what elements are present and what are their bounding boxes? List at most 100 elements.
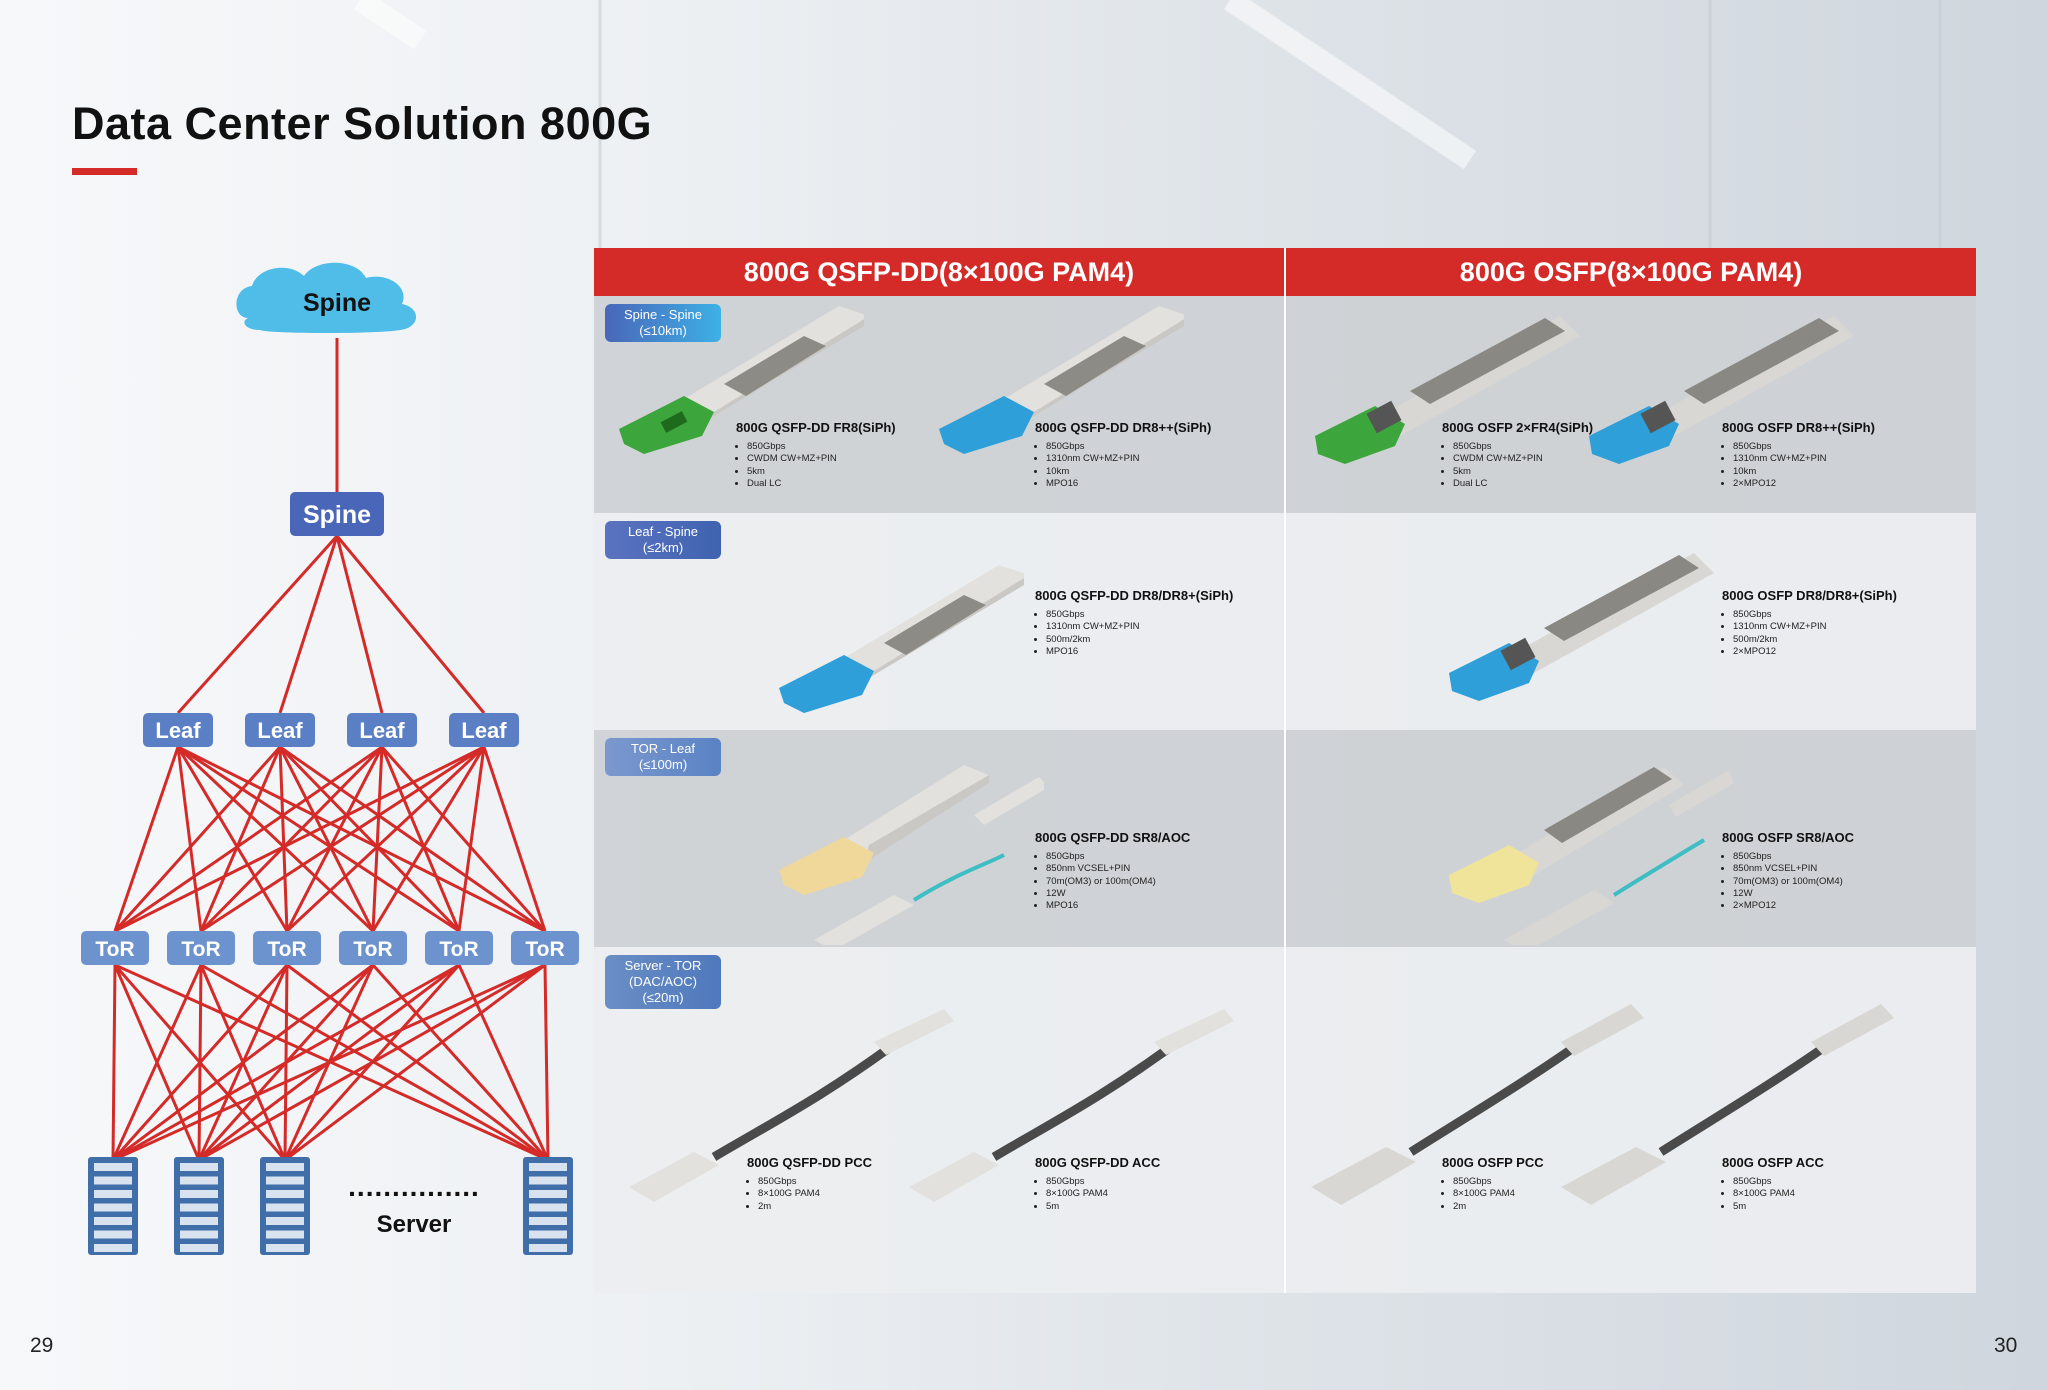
server-slot bbox=[529, 1203, 567, 1212]
server-slot bbox=[266, 1176, 304, 1185]
tor-node bbox=[81, 931, 149, 965]
link-line bbox=[278, 745, 461, 933]
link-line bbox=[199, 746, 282, 932]
tor-label: ToR bbox=[439, 938, 478, 961]
product-specs: 850Gbps 8×100G PAM4 5m bbox=[1035, 1176, 1108, 1213]
spec-item: 12W bbox=[1733, 888, 1843, 900]
server-slot bbox=[266, 1244, 304, 1252]
cloud-label: Spine bbox=[303, 289, 371, 317]
row-badge: Leaf - Spine (≤2km) bbox=[605, 521, 721, 559]
spec-item: Dual LC bbox=[747, 478, 837, 490]
link-line bbox=[380, 746, 461, 932]
badge-line: (≤100m) bbox=[638, 757, 688, 772]
server-slot bbox=[180, 1190, 218, 1198]
link-line bbox=[199, 745, 384, 933]
link-line bbox=[177, 745, 546, 933]
aoc-module-image bbox=[779, 765, 1044, 945]
qsfp-dd-module-image bbox=[939, 306, 1184, 454]
server-slot bbox=[94, 1244, 132, 1252]
server-slot bbox=[266, 1163, 304, 1171]
product-specs: 850Gbps 850nm VCSEL+PIN 70m(OM3) or 100m… bbox=[1722, 851, 1843, 912]
spine-node bbox=[290, 492, 384, 536]
spec-item: 1310nm CW+MZ+PIN bbox=[1046, 453, 1139, 465]
badge-line: Leaf - Spine bbox=[627, 524, 699, 539]
leaf-label: Leaf bbox=[257, 718, 303, 743]
tor-node bbox=[511, 931, 579, 965]
dac-cable-image bbox=[1561, 1004, 1894, 1205]
cloud-icon bbox=[236, 262, 417, 333]
spec-item: 1310nm CW+MZ+PIN bbox=[1046, 621, 1139, 633]
badge-line: (≤10km) bbox=[639, 323, 687, 338]
osfp-module-image bbox=[1449, 553, 1714, 701]
osfp-module-image bbox=[1589, 316, 1854, 464]
spec-item: Dual LC bbox=[1453, 478, 1543, 490]
product-name: 800G OSFP SR8/AOC bbox=[1722, 830, 1854, 845]
link-line bbox=[176, 534, 339, 715]
link-line bbox=[371, 746, 486, 932]
spec-item: 850Gbps bbox=[1453, 1176, 1515, 1188]
spec-item: 850Gbps bbox=[1733, 1176, 1795, 1188]
server-slot bbox=[94, 1217, 132, 1225]
link-line bbox=[111, 964, 203, 1161]
row-badge: Server - TOR (DAC/AOC) (≤20m) bbox=[605, 955, 721, 1009]
link-line bbox=[113, 746, 180, 932]
spec-item: 500m/2km bbox=[1046, 634, 1139, 646]
spec-item: 850Gbps bbox=[1046, 609, 1139, 621]
leaf-node bbox=[245, 713, 315, 747]
product-specs: 850Gbps 8×100G PAM4 2m bbox=[747, 1176, 820, 1213]
link-line bbox=[200, 745, 485, 933]
link-line bbox=[335, 535, 486, 714]
product-name: 800G QSFP-DD PCC bbox=[747, 1155, 872, 1170]
product-name: 800G OSFP DR8++(SiPh) bbox=[1722, 420, 1875, 435]
product-specs: 850Gbps CWDM CW+MZ+PIN 5km Dual LC bbox=[1442, 441, 1543, 490]
tor-label: ToR bbox=[525, 938, 564, 961]
spec-item: 2m bbox=[1453, 1201, 1515, 1213]
spec-item: 2×MPO12 bbox=[1733, 478, 1826, 490]
spec-item: CWDM CW+MZ+PIN bbox=[1453, 453, 1543, 465]
spec-item: 850Gbps bbox=[758, 1176, 820, 1188]
column-divider bbox=[1284, 248, 1286, 1293]
server-slot bbox=[266, 1217, 304, 1225]
spec-item: 850Gbps bbox=[1733, 609, 1826, 621]
dac-cable-image bbox=[629, 1009, 954, 1202]
link-line bbox=[371, 746, 384, 932]
product-name: 800G OSFP PCC bbox=[1442, 1155, 1544, 1170]
spec-item: 10km bbox=[1046, 466, 1139, 478]
link-line bbox=[278, 535, 339, 714]
title-underline bbox=[72, 168, 137, 175]
link-line bbox=[176, 746, 289, 932]
product-name: 800G OSFP ACC bbox=[1722, 1155, 1824, 1170]
spec-item: 850Gbps bbox=[1046, 851, 1156, 863]
product-name: 800G QSFP-DD SR8/AOC bbox=[1035, 830, 1191, 845]
spec-item: 70m(OM3) or 100m(OM4) bbox=[1733, 876, 1843, 888]
qsfp-dd-module-image bbox=[779, 565, 1024, 713]
product-specs: 850Gbps 850nm VCSEL+PIN 70m(OM3) or 100m… bbox=[1035, 851, 1156, 912]
server-slot bbox=[266, 1230, 304, 1239]
page-title: Data Center Solution 800G bbox=[72, 98, 653, 149]
badge-line: Server - TOR bbox=[624, 958, 702, 973]
osfp-module-image bbox=[1315, 316, 1580, 464]
leaf-node bbox=[449, 713, 519, 747]
link-line bbox=[114, 745, 485, 933]
link-line bbox=[198, 963, 546, 1162]
product-specs: 850Gbps 1310nm CW+MZ+PIN 500m/2km MPO16 bbox=[1035, 609, 1139, 658]
spec-item: 5km bbox=[747, 466, 837, 478]
server-slot bbox=[180, 1217, 218, 1225]
spec-item: 8×100G PAM4 bbox=[1453, 1188, 1515, 1200]
spec-item: 850nm VCSEL+PIN bbox=[1046, 863, 1156, 875]
link-line bbox=[114, 745, 383, 933]
leaf-label: Leaf bbox=[359, 718, 405, 743]
server-slot bbox=[529, 1163, 567, 1171]
server-slot bbox=[180, 1176, 218, 1185]
server-slot bbox=[266, 1203, 304, 1212]
link-line bbox=[278, 746, 375, 932]
tor-label: ToR bbox=[95, 938, 134, 961]
product-name: 800G OSFP 2×FR4(SiPh) bbox=[1442, 420, 1594, 435]
leaf-node bbox=[347, 713, 417, 747]
spec-item: 8×100G PAM4 bbox=[1733, 1188, 1795, 1200]
product-specs: 850Gbps 1310nm CW+MZ+PIN 10km 2×MPO12 bbox=[1722, 441, 1826, 490]
link-line bbox=[482, 746, 547, 932]
spec-item: 8×100G PAM4 bbox=[758, 1188, 820, 1200]
leaf-node bbox=[143, 713, 213, 747]
